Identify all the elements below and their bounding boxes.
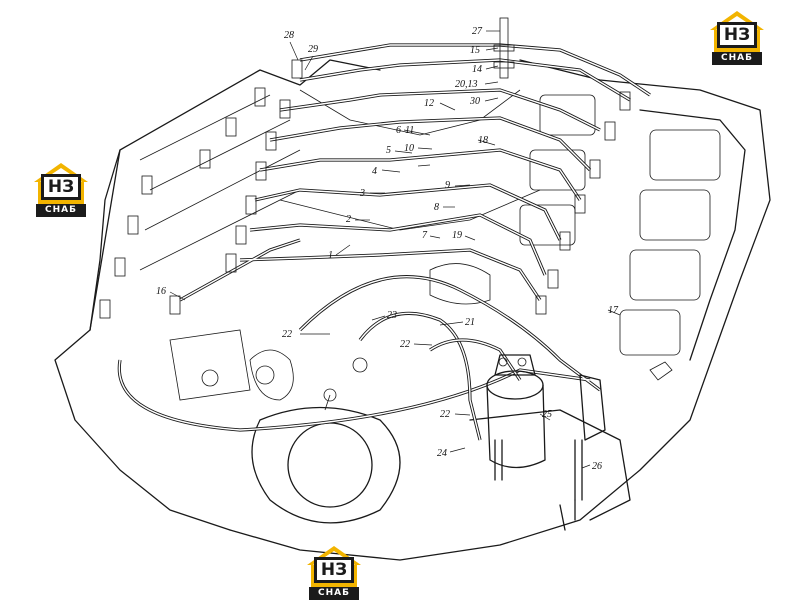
- fuel-lines: [117, 43, 651, 441]
- house-roof-icon: [710, 11, 764, 52]
- logo-mark: НЗ: [41, 174, 81, 200]
- house-roof-icon: [307, 546, 361, 587]
- callout-22b: 22: [400, 339, 410, 350]
- callout-4: 4: [372, 166, 377, 177]
- fuel-filter-assembly: [323, 354, 673, 531]
- callout-22a: 22: [282, 329, 292, 340]
- callout-22c: 22: [440, 409, 450, 420]
- callout-24: 24: [437, 448, 447, 459]
- callout-7: 7: [422, 230, 428, 241]
- callout-12: 12: [424, 98, 434, 109]
- callout-25: 25: [542, 409, 552, 420]
- callout-1: 1: [328, 250, 333, 261]
- callout-3: 3: [359, 188, 365, 199]
- callout-11: 11: [405, 125, 414, 136]
- callout-14: 14: [472, 64, 482, 75]
- callout-10: 10: [404, 143, 414, 154]
- logo-left: НЗ СНАБ: [30, 160, 92, 218]
- callout-23: 23: [387, 310, 397, 321]
- callout-2: 2: [346, 214, 351, 225]
- callout-27: 27: [472, 26, 483, 37]
- logo-bottom: НЗ СНАБ: [303, 543, 365, 601]
- callout-17: 17: [608, 305, 619, 316]
- logo-word: СНАБ: [309, 587, 359, 600]
- callout-15: 15: [470, 45, 480, 56]
- logo-word: СНАБ: [712, 52, 762, 65]
- logo-word: СНАБ: [36, 204, 86, 217]
- callout-18: 18: [478, 135, 488, 146]
- callout-29: 29: [308, 44, 318, 55]
- logo-mark: НЗ: [717, 22, 757, 48]
- callouts: 28 29 27 15 14 20,13 30 12 6 11 18 5 10 …: [156, 26, 619, 472]
- callout-21: 21: [465, 317, 475, 328]
- callout-8: 8: [434, 202, 439, 213]
- callout-16: 16: [156, 286, 166, 297]
- logo-top-right: НЗ СНАБ: [706, 8, 768, 66]
- callout-26: 26: [592, 461, 602, 472]
- callout-28: 28: [284, 30, 294, 41]
- callout-20-13: 20,13: [455, 79, 478, 90]
- callout-6: 6: [396, 125, 401, 136]
- house-roof-icon: [34, 163, 88, 204]
- callout-9: 9: [445, 180, 450, 191]
- logo-mark: НЗ: [314, 557, 354, 583]
- callout-5: 5: [386, 145, 391, 156]
- leader-lines: [169, 30, 621, 469]
- injectors: [169, 17, 631, 315]
- callout-19: 19: [452, 230, 462, 241]
- callout-30: 30: [469, 96, 480, 107]
